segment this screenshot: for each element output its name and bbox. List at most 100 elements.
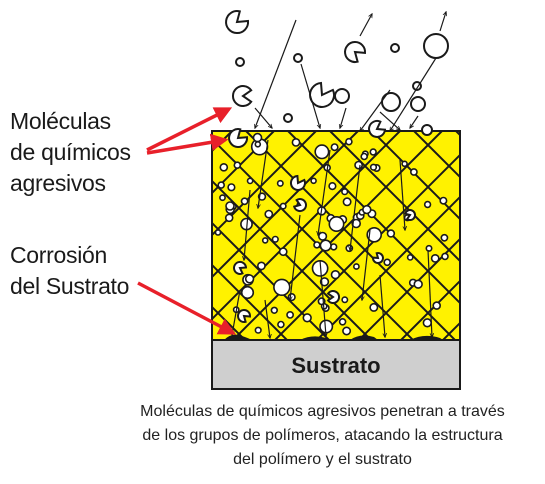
pacman-molecule xyxy=(326,290,340,304)
polymer-molecule xyxy=(217,181,225,189)
penetration-arrow xyxy=(362,229,371,300)
polymer-molecule xyxy=(224,213,234,223)
polymer-molecule xyxy=(254,141,262,148)
pacman-molecule xyxy=(237,309,251,323)
polymer-molecule xyxy=(441,252,449,261)
polymer-molecule xyxy=(319,319,334,334)
molecules-label: Moléculas de químicos agresivos xyxy=(10,106,131,199)
lattice-line xyxy=(212,179,373,340)
free-molecule xyxy=(235,57,245,67)
free-molecule xyxy=(293,53,303,63)
polymer-molecule xyxy=(330,270,341,280)
polymer-molecule xyxy=(227,183,236,192)
polymer-molecule xyxy=(386,229,396,238)
polymer-molecule xyxy=(244,274,255,284)
trajectory-line xyxy=(410,115,419,128)
polymer-molecule xyxy=(330,143,339,152)
pointer-arrow-corrosion xyxy=(137,281,237,335)
penetration-arrow xyxy=(318,149,331,235)
polymer-molecule xyxy=(341,188,349,196)
polymer-molecule xyxy=(233,161,242,169)
polymer-molecule xyxy=(362,204,372,215)
trajectory-line xyxy=(340,107,347,128)
polymer-molecule xyxy=(425,244,433,252)
penetration-arrow xyxy=(350,164,361,250)
polymer-molecule xyxy=(413,279,423,289)
trajectory-lines xyxy=(255,12,446,131)
polymer-molecule xyxy=(302,313,312,323)
polymer-molecule xyxy=(291,137,301,147)
polymer-molecule xyxy=(341,296,349,304)
lattice-line xyxy=(455,131,460,137)
polymer-molecule xyxy=(328,182,337,191)
polymer-molecule xyxy=(314,144,330,160)
polymer-molecule xyxy=(439,196,448,205)
pacman-molecule xyxy=(368,120,387,138)
trajectory-line xyxy=(390,57,437,131)
polymer-molecule xyxy=(406,253,414,261)
polymer-molecule xyxy=(345,244,354,253)
pacman-molecule xyxy=(225,10,250,35)
trajectory-line xyxy=(439,12,446,32)
polymer-molecule xyxy=(342,197,352,207)
polymer-molecule xyxy=(369,163,378,171)
polymer-molecule xyxy=(338,317,347,326)
pacman-molecule xyxy=(372,252,384,264)
pacman-molecule xyxy=(292,198,307,213)
pointer-arrow-lower xyxy=(146,133,229,155)
trajectory-line xyxy=(300,63,320,128)
pacman-molecule xyxy=(309,81,336,108)
polymer-molecule xyxy=(264,209,274,219)
molecules-label-line-3: agresivos xyxy=(10,170,106,196)
polymer-molecule xyxy=(366,227,383,243)
trajectory-line xyxy=(254,107,272,128)
polymer-molecule xyxy=(273,278,291,296)
lattice-line xyxy=(287,131,460,305)
label-pointer-arrows xyxy=(137,107,237,335)
lattice-line xyxy=(212,131,317,237)
free-molecule xyxy=(283,113,293,123)
polymer-molecule xyxy=(319,239,332,252)
penetration-arrow xyxy=(290,214,301,300)
polymer-molecule xyxy=(352,263,360,270)
molecules-label-line-1: Moléculas xyxy=(10,108,111,134)
polymer-molecule xyxy=(360,152,369,161)
lattice-line xyxy=(413,131,460,179)
polymer-molecule xyxy=(246,177,254,185)
polymer-molecule xyxy=(219,194,226,202)
polymer-molecule xyxy=(310,177,317,185)
polymer-molecule xyxy=(256,261,266,271)
diagram-caption: Moléculas de químicos agresivos penetran… xyxy=(100,400,545,472)
polymer-molecule xyxy=(369,302,379,312)
polymer-molecule xyxy=(369,148,377,156)
polymer-molecule xyxy=(286,310,294,319)
corrosion-label: Corrosión del Sustrato xyxy=(10,240,129,302)
penetration-arrow xyxy=(427,249,432,337)
penetration-arrow xyxy=(244,189,251,260)
polymer-molecule xyxy=(219,163,229,172)
polymer-molecule xyxy=(287,293,296,302)
polymer-molecule xyxy=(328,216,345,233)
polymer-molecule xyxy=(432,301,442,310)
polymer-molecule xyxy=(214,229,222,236)
polymer-molecule xyxy=(423,200,432,209)
lattice-line xyxy=(315,195,460,340)
pacman-molecule xyxy=(233,261,248,275)
corrosion-label-line-2: del Sustrato xyxy=(10,273,130,299)
polymer-molecule xyxy=(276,179,284,187)
lattice-line xyxy=(212,131,401,321)
polymer-molecule xyxy=(225,201,235,211)
polymer-molecule xyxy=(240,197,249,206)
molecules-label-line-2: de químicos xyxy=(10,139,131,165)
pacman-molecule xyxy=(228,128,249,148)
pacman-molecule xyxy=(289,174,306,191)
trajectory-line xyxy=(360,89,391,131)
caption-line-1: Moléculas de químicos agresivos penetran… xyxy=(140,403,505,420)
polymer-molecule xyxy=(318,231,328,241)
trajectory-line xyxy=(379,111,400,130)
polymer-molecule xyxy=(254,326,262,334)
free-molecule xyxy=(381,92,401,112)
free-molecule xyxy=(410,96,426,112)
corrosion-label-line-1: Corrosión xyxy=(10,242,108,268)
